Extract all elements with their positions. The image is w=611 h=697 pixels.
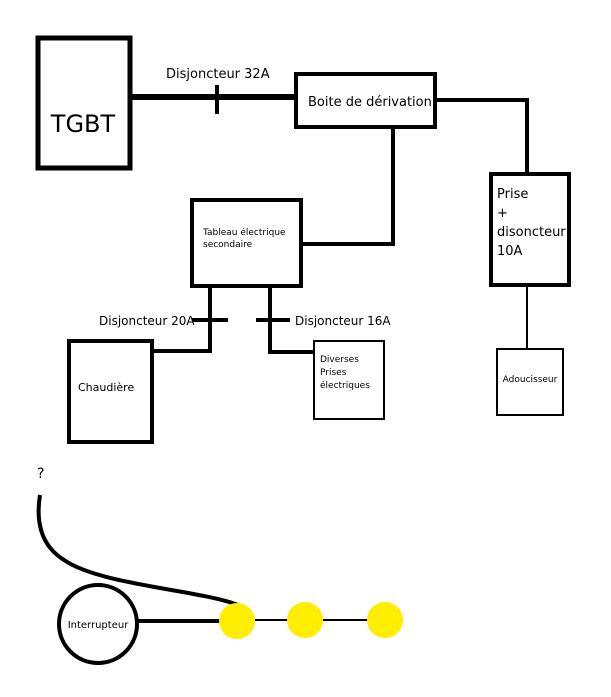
lamp-1 (219, 603, 255, 639)
secondary-cable (301, 127, 395, 246)
outlet-label-4: 10A (497, 244, 523, 259)
secondary-panel-label-2: secondaire (203, 240, 253, 250)
junction-box-label: Boite de dérivation (308, 95, 432, 110)
outlet-label-2: + (497, 206, 508, 221)
misc-outlets-cable (268, 286, 314, 354)
breaker-20a-label: Disjoncteur 20A (99, 314, 195, 328)
tgbt-label: TGBT (50, 110, 116, 138)
misc-outlets-label-2: Prises (320, 368, 347, 378)
tgbt-box (35, 35, 133, 171)
unknown-source-wire (36, 494, 239, 607)
boiler-cable (152, 286, 212, 353)
outlet-box (489, 172, 571, 287)
breaker-16a-label: Disjoncteur 16A (295, 314, 391, 328)
lamp-3 (367, 602, 403, 638)
misc-outlets-box (313, 340, 385, 420)
softener-label: Adoucisseur (503, 375, 558, 385)
switch-circle (57, 583, 139, 665)
breaker-32a-label: Disjoncteur 32A (166, 67, 270, 82)
unknown-source-mark: ? (37, 466, 44, 482)
secondary-panel-label-1: Tableau électrique (202, 227, 286, 238)
outlet-label-1: Prise (497, 187, 528, 202)
outlet-label-3: disoncteur (497, 225, 566, 240)
boiler-box (67, 339, 154, 444)
lamp-2 (287, 602, 323, 638)
outlet-cable (435, 98, 529, 174)
softener-box (496, 348, 564, 416)
misc-outlets-label-3: électriques (320, 380, 370, 391)
boiler-label: Chaudière (78, 381, 134, 394)
switch-label: Interrupteur (68, 620, 130, 631)
misc-outlets-label-1: Diverses (320, 355, 359, 365)
secondary-panel-box (190, 198, 303, 288)
